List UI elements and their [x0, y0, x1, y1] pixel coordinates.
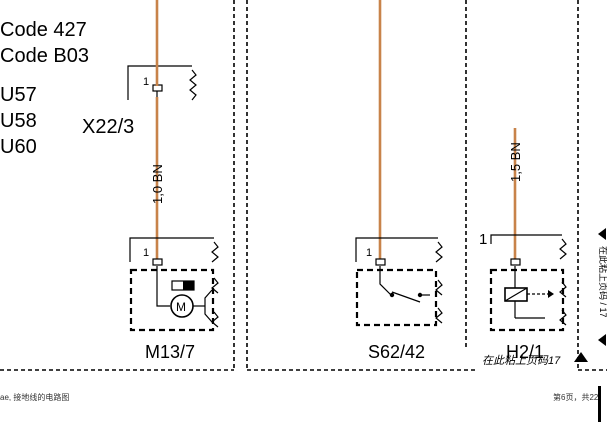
variant-label-2: U58 [0, 110, 37, 132]
variant-label-1: U57 [0, 84, 37, 106]
code-label-2: Code B03 [0, 45, 89, 67]
wire-label-2: 1,5 BN [508, 142, 523, 182]
m13-label: M13/7 [145, 342, 195, 362]
side-note: 在此粘上页码 / 17 [598, 246, 607, 318]
footer-left: ae, 接地线的电路图 [0, 392, 69, 402]
component-h2-1: 1 [479, 231, 567, 332]
component-s62-42: 1 [355, 237, 443, 327]
connector-label: X22/3 [82, 116, 134, 138]
footer-right: 第6页，共22 [553, 392, 599, 402]
continuation-arrow [574, 352, 588, 362]
h2-label: H2/1 [506, 342, 544, 362]
s62-pin: 1 [366, 247, 372, 259]
motor-symbol-text: M [176, 300, 186, 314]
connector-x22-3: 1 [127, 65, 197, 101]
side-bar [598, 386, 601, 422]
wire-label-1: 1,0 BN [150, 164, 165, 204]
variant-label-3: U60 [0, 136, 37, 158]
continuation-note: 在此粘上页码17 [482, 354, 561, 367]
h2-pin: 1 [479, 231, 487, 248]
code-label-1: Code 427 [0, 19, 87, 41]
s62-label: S62/42 [368, 342, 425, 362]
side-arrow-top [598, 228, 606, 240]
component-m13-7: 1 M [129, 237, 219, 332]
connector-pin: 1 [143, 76, 149, 88]
side-arrow-bottom [598, 334, 606, 346]
m13-pin: 1 [143, 247, 149, 259]
